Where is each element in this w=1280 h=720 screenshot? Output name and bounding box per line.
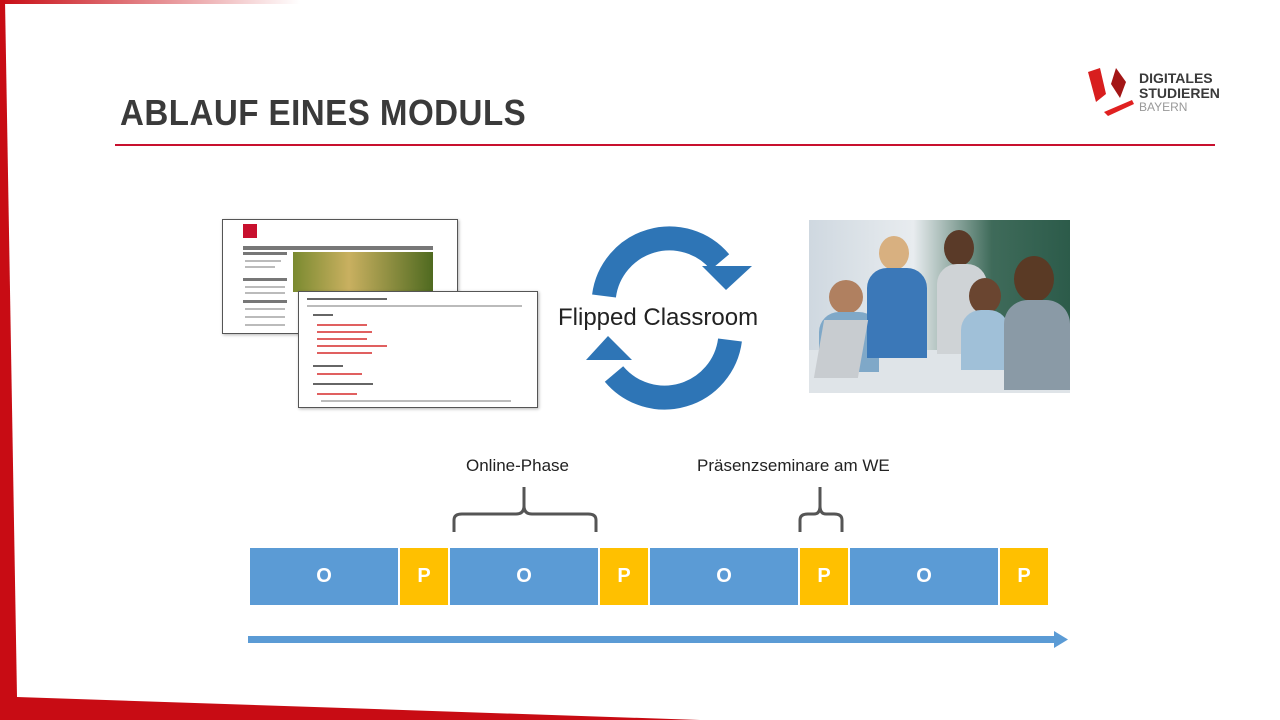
online-block: O	[850, 548, 998, 605]
time-arrow-icon	[248, 631, 1068, 648]
cycle-arrows-icon	[586, 226, 752, 410]
logo-line-2: STUDIEREN	[1139, 85, 1220, 101]
online-campus-screenshot-front	[298, 291, 538, 408]
online-block: O	[250, 548, 398, 605]
logo: DIGITALES STUDIEREN BAYERN	[1086, 68, 1226, 118]
online-phase-brace	[452, 487, 598, 532]
presence-brace	[798, 487, 844, 532]
online-block: O	[650, 548, 798, 605]
logo-line-3: BAYERN	[1139, 100, 1188, 114]
title-divider	[115, 144, 1215, 146]
logo-mark-icon	[1088, 68, 1134, 116]
online-phase-label: Online-Phase	[466, 456, 570, 475]
presence-block: P	[800, 548, 848, 605]
page-title: ABLAUF EINES MODULS	[120, 92, 527, 133]
online-block: O	[450, 548, 598, 605]
classroom-photo	[809, 220, 1070, 393]
presence-seminar-label: Präsenzseminare am WE	[697, 456, 890, 475]
presence-block: P	[600, 548, 648, 605]
presence-block: P	[400, 548, 448, 605]
logo-line-1: DIGITALES	[1139, 70, 1213, 86]
flipped-classroom-label: Flipped Classroom	[558, 304, 759, 331]
online-campus-screenshot-back	[222, 219, 458, 334]
presence-block: P	[1000, 548, 1048, 605]
